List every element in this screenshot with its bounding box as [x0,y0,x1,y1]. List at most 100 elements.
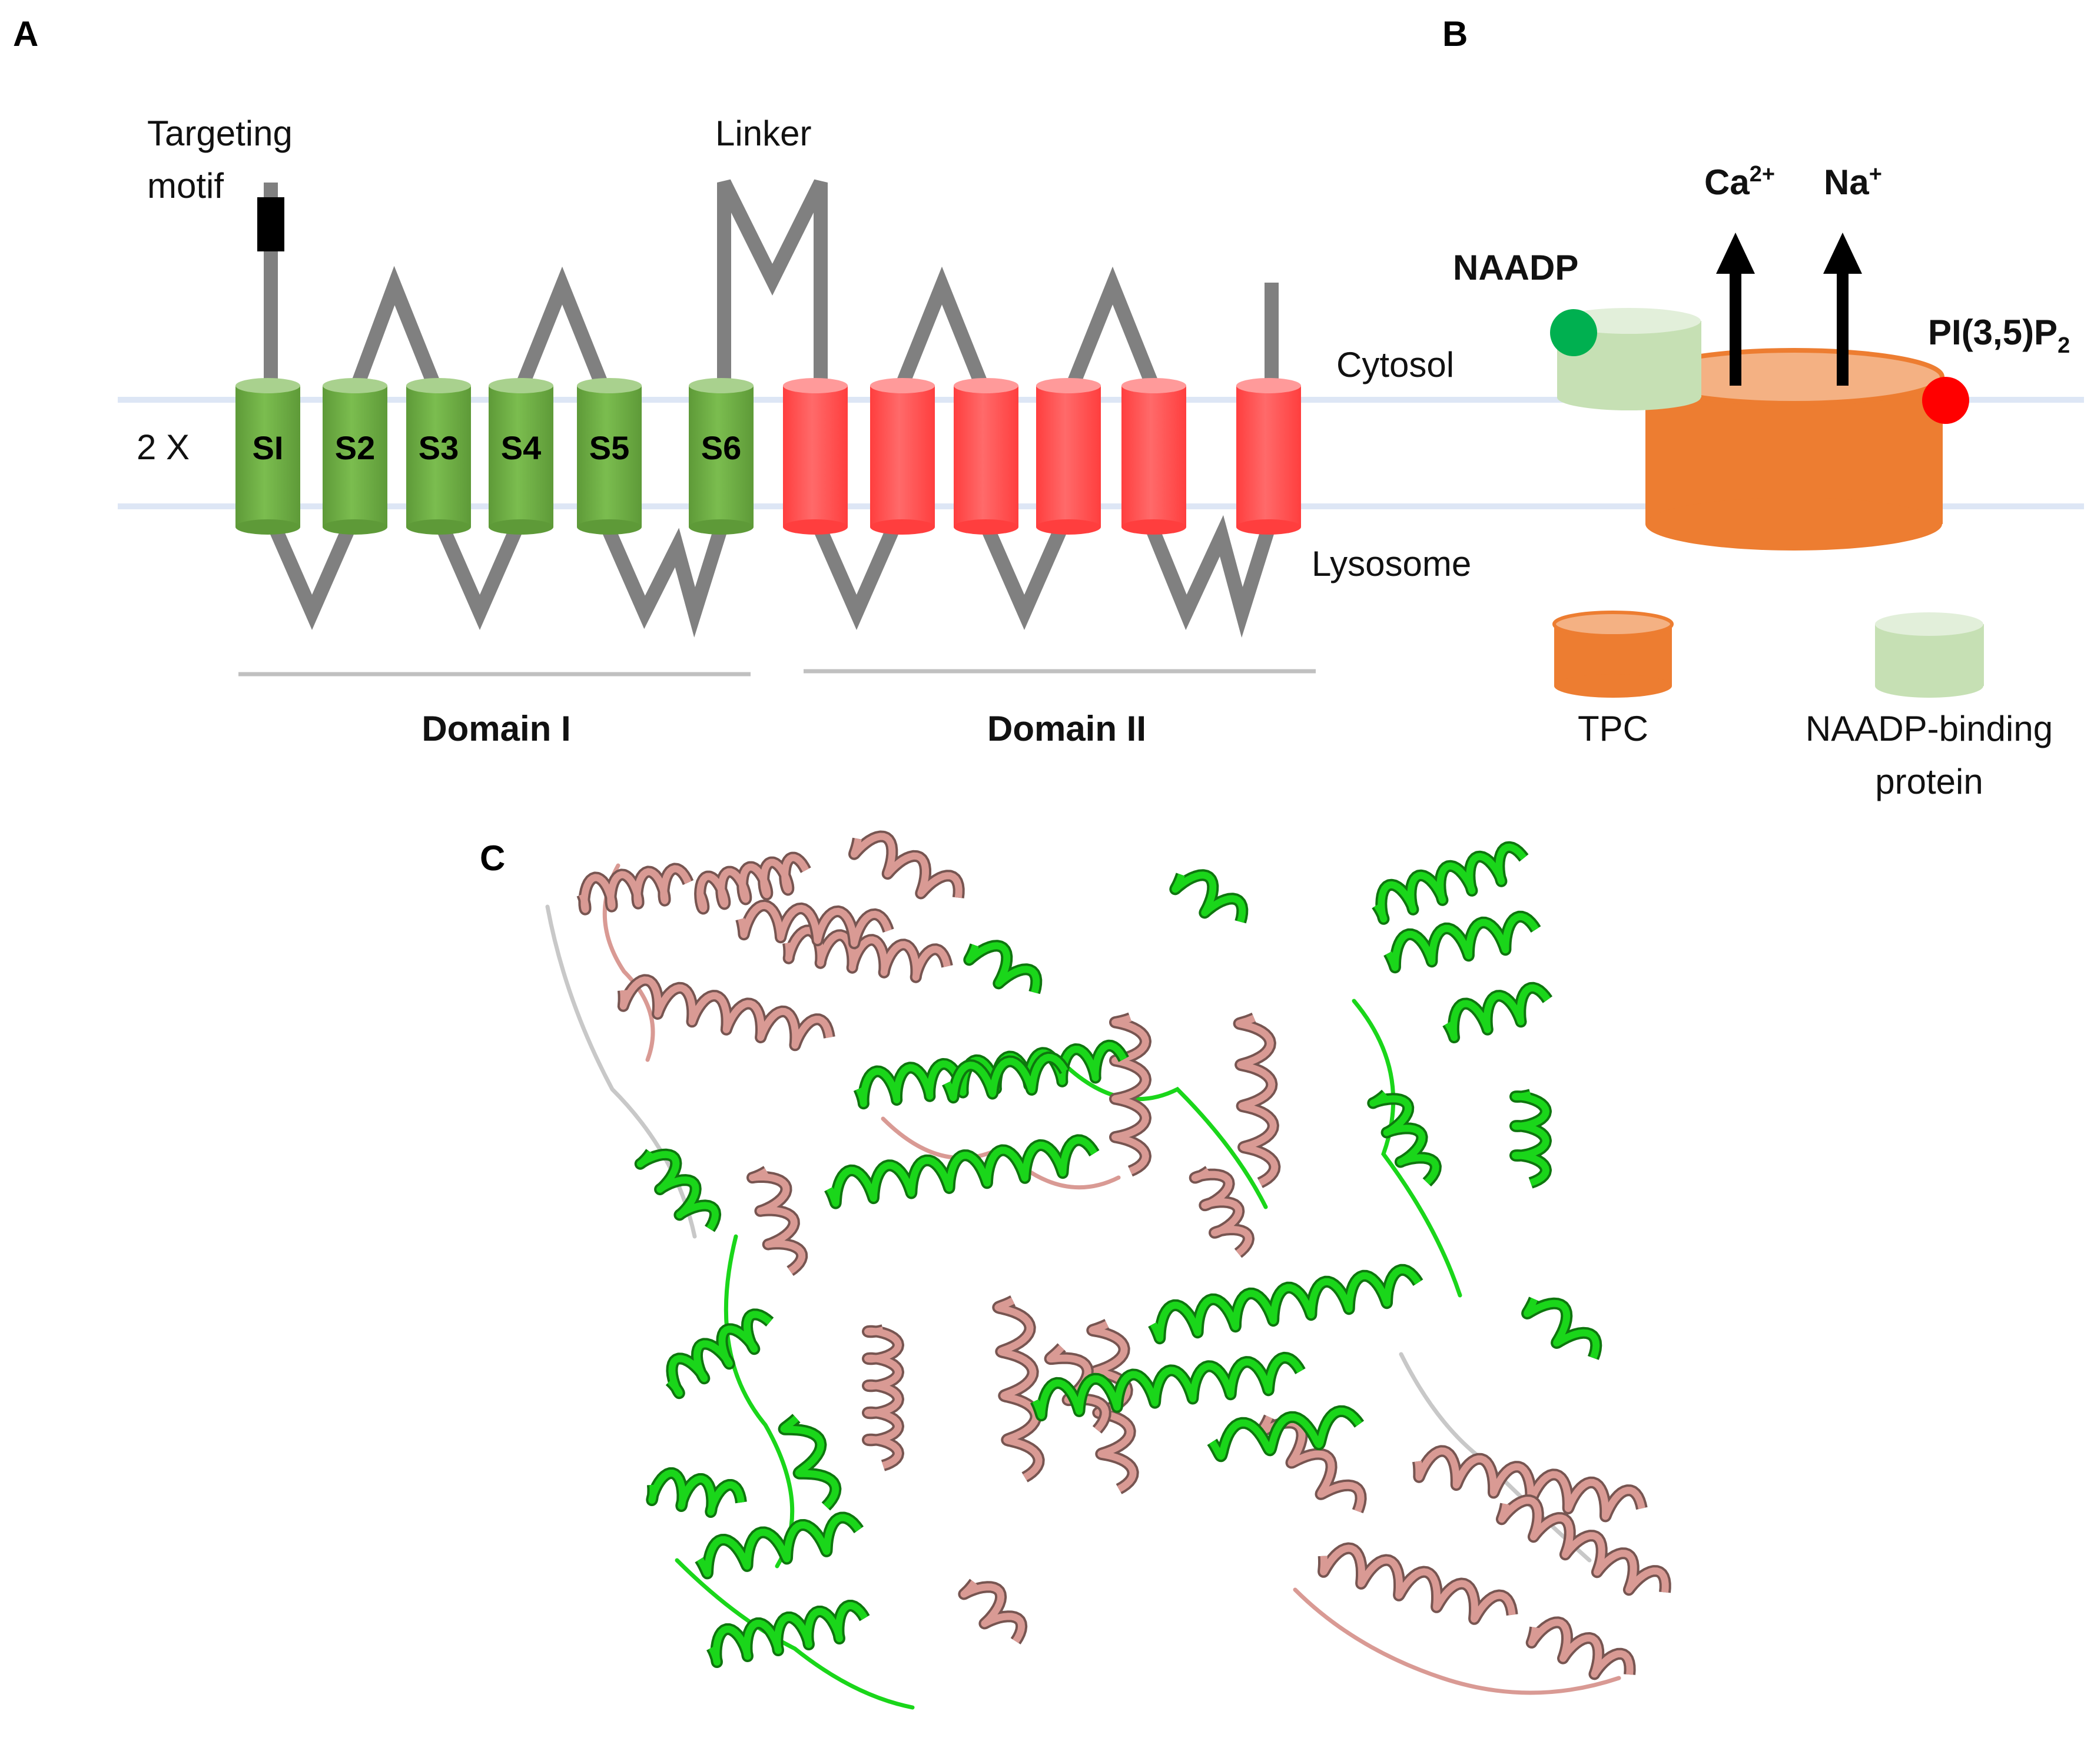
cytosol-label: Cytosol [1336,345,1454,384]
ca-arrow-head [1716,233,1755,274]
loop-s8-s9 [894,266,990,392]
loop-s2-s3 [349,266,443,392]
naadp-molecule [1550,309,1597,356]
helix-chain-b-10 [864,1327,902,1469]
helix-s5-label: S5 [589,429,630,466]
helix-s6: S6 [689,378,754,535]
helix-chain-b-6 [851,833,963,898]
linker-loop [717,179,828,389]
helix-s1-label: SI [253,429,284,466]
helix-s2-label: S2 [335,429,376,466]
loop-s7-s8 [809,515,904,630]
helix-s4: S4 [489,378,553,535]
helix-chain-b-11 [994,1297,1043,1481]
helix-chain-a-2 [826,1136,1098,1207]
panel-a: A 2 X [13,14,2084,748]
helix-chain-a-5 [1032,1354,1304,1420]
na-arrow-head [1823,233,1862,274]
legend-tpc-label: TPC [1578,709,1648,748]
helix-chain-a-7 [1373,843,1527,923]
linker-label: Linker [715,114,811,153]
helix-chain-a-15 [696,1514,862,1577]
pip2-label: PI(3,5)P2 [1928,313,2070,358]
naadp-label: NAADP [1453,248,1578,287]
helix-s3-label: S3 [419,429,459,466]
targeting-motif-box [257,197,284,251]
targeting-label-line1: Targeting [147,114,293,153]
helix-chain-a-12 [636,1150,719,1231]
loop-s9-s10 [977,515,1072,630]
helix-chain-a-6 [1209,1407,1362,1460]
helix-s8 [870,378,935,535]
helix-chain-a-11 [1369,1091,1439,1185]
helix-s5: S5 [577,378,642,535]
helix-chain-b-20 [960,1580,1026,1643]
panel-c-letter: C [480,838,505,878]
helix-s10 [1036,378,1101,535]
helix-chain-b-6-shadow [848,830,965,900]
coil-a1 [724,1234,795,1569]
helix-chain-a-18 [1172,871,1246,923]
helix-s11 [1121,378,1186,535]
helix-chain-b-15 [1498,1497,1669,1594]
helix-chain-b-9 [749,1168,806,1274]
legend-binding-label-line1: NAADP-binding [1806,709,2053,748]
helix-chain-a-16 [708,1602,868,1666]
multiplier-label: 2 X [137,427,190,467]
helix-chain-a-14 [648,1470,745,1516]
coil-a4 [675,1558,915,1710]
helix-s6-label: S6 [701,429,742,466]
helix-chain-b-4 [619,976,833,1049]
na-ion-label: Na+ [1824,162,1882,202]
helix-chain-a-11-shadow [1367,1089,1442,1187]
loop-s3-s4 [432,515,527,630]
helix-chain-a-17 [780,1415,839,1509]
domain2-label: Domain II [987,709,1146,748]
helix-chain-b-5 [738,901,892,947]
legend-binding-protein: NAADP-binding protein [1806,612,2053,801]
loop-s10-s11 [1064,266,1161,392]
domain2-helices [783,378,1301,535]
helix-chain-a-19 [965,942,1040,994]
legend-tpc: TPC [1552,611,1674,748]
loops [264,179,1279,638]
panel-b: B NAADP Ca2+ Na+ PI(3,5)P2 [1442,14,2070,801]
helix-s4-label: S4 [501,429,542,466]
loop-s5-s6 [597,515,731,638]
coil-b3 [1293,1587,1621,1695]
helix-chain-a-10 [1512,1091,1549,1186]
helix-s2: S2 [323,378,387,535]
helix-s12 [1236,378,1301,535]
loop-s4-s5 [514,266,610,392]
coil-a2 [1352,999,1462,1298]
helix-s7 [783,378,848,535]
helix-chain-b-17 [1528,1619,1634,1678]
helix-chain-b-8 [1235,1014,1279,1186]
panel-c: C [480,830,1671,1710]
helix-s1: SI [235,378,300,535]
panel-a-letter: A [13,14,38,54]
domain1-helices: SI S2 S3 S4 [235,378,754,535]
targeting-label-line2: motif [147,166,224,205]
helix-s9 [954,378,1018,535]
helix-chain-b-2 [696,854,809,913]
protein-structure [545,830,1671,1710]
helix-chain-a-13 [667,1311,772,1397]
loop-s11-s12 [1141,515,1279,638]
helix-chain-a-8 [1385,913,1539,971]
helix-chain-a-20 [1524,1298,1600,1360]
helix-s3: S3 [406,378,471,535]
domain1-label: Domain I [422,709,570,748]
helix-chain-b-19 [1191,1168,1252,1256]
pip2-molecule [1922,377,1969,424]
helix-chain-a-3 [944,1053,1068,1102]
helix-chain-a-4 [1150,1266,1422,1342]
lysosome-label: Lysosome [1312,544,1471,583]
ca-ion-label: Ca2+ [1704,162,1775,202]
panel-b-letter: B [1442,14,1468,54]
legend-binding-label-line2: protein [1875,762,1983,801]
helix-chain-a-9 [1444,984,1551,1041]
helix-chain-b-14 [1414,1447,1645,1520]
tpc-channel [1643,348,1944,551]
